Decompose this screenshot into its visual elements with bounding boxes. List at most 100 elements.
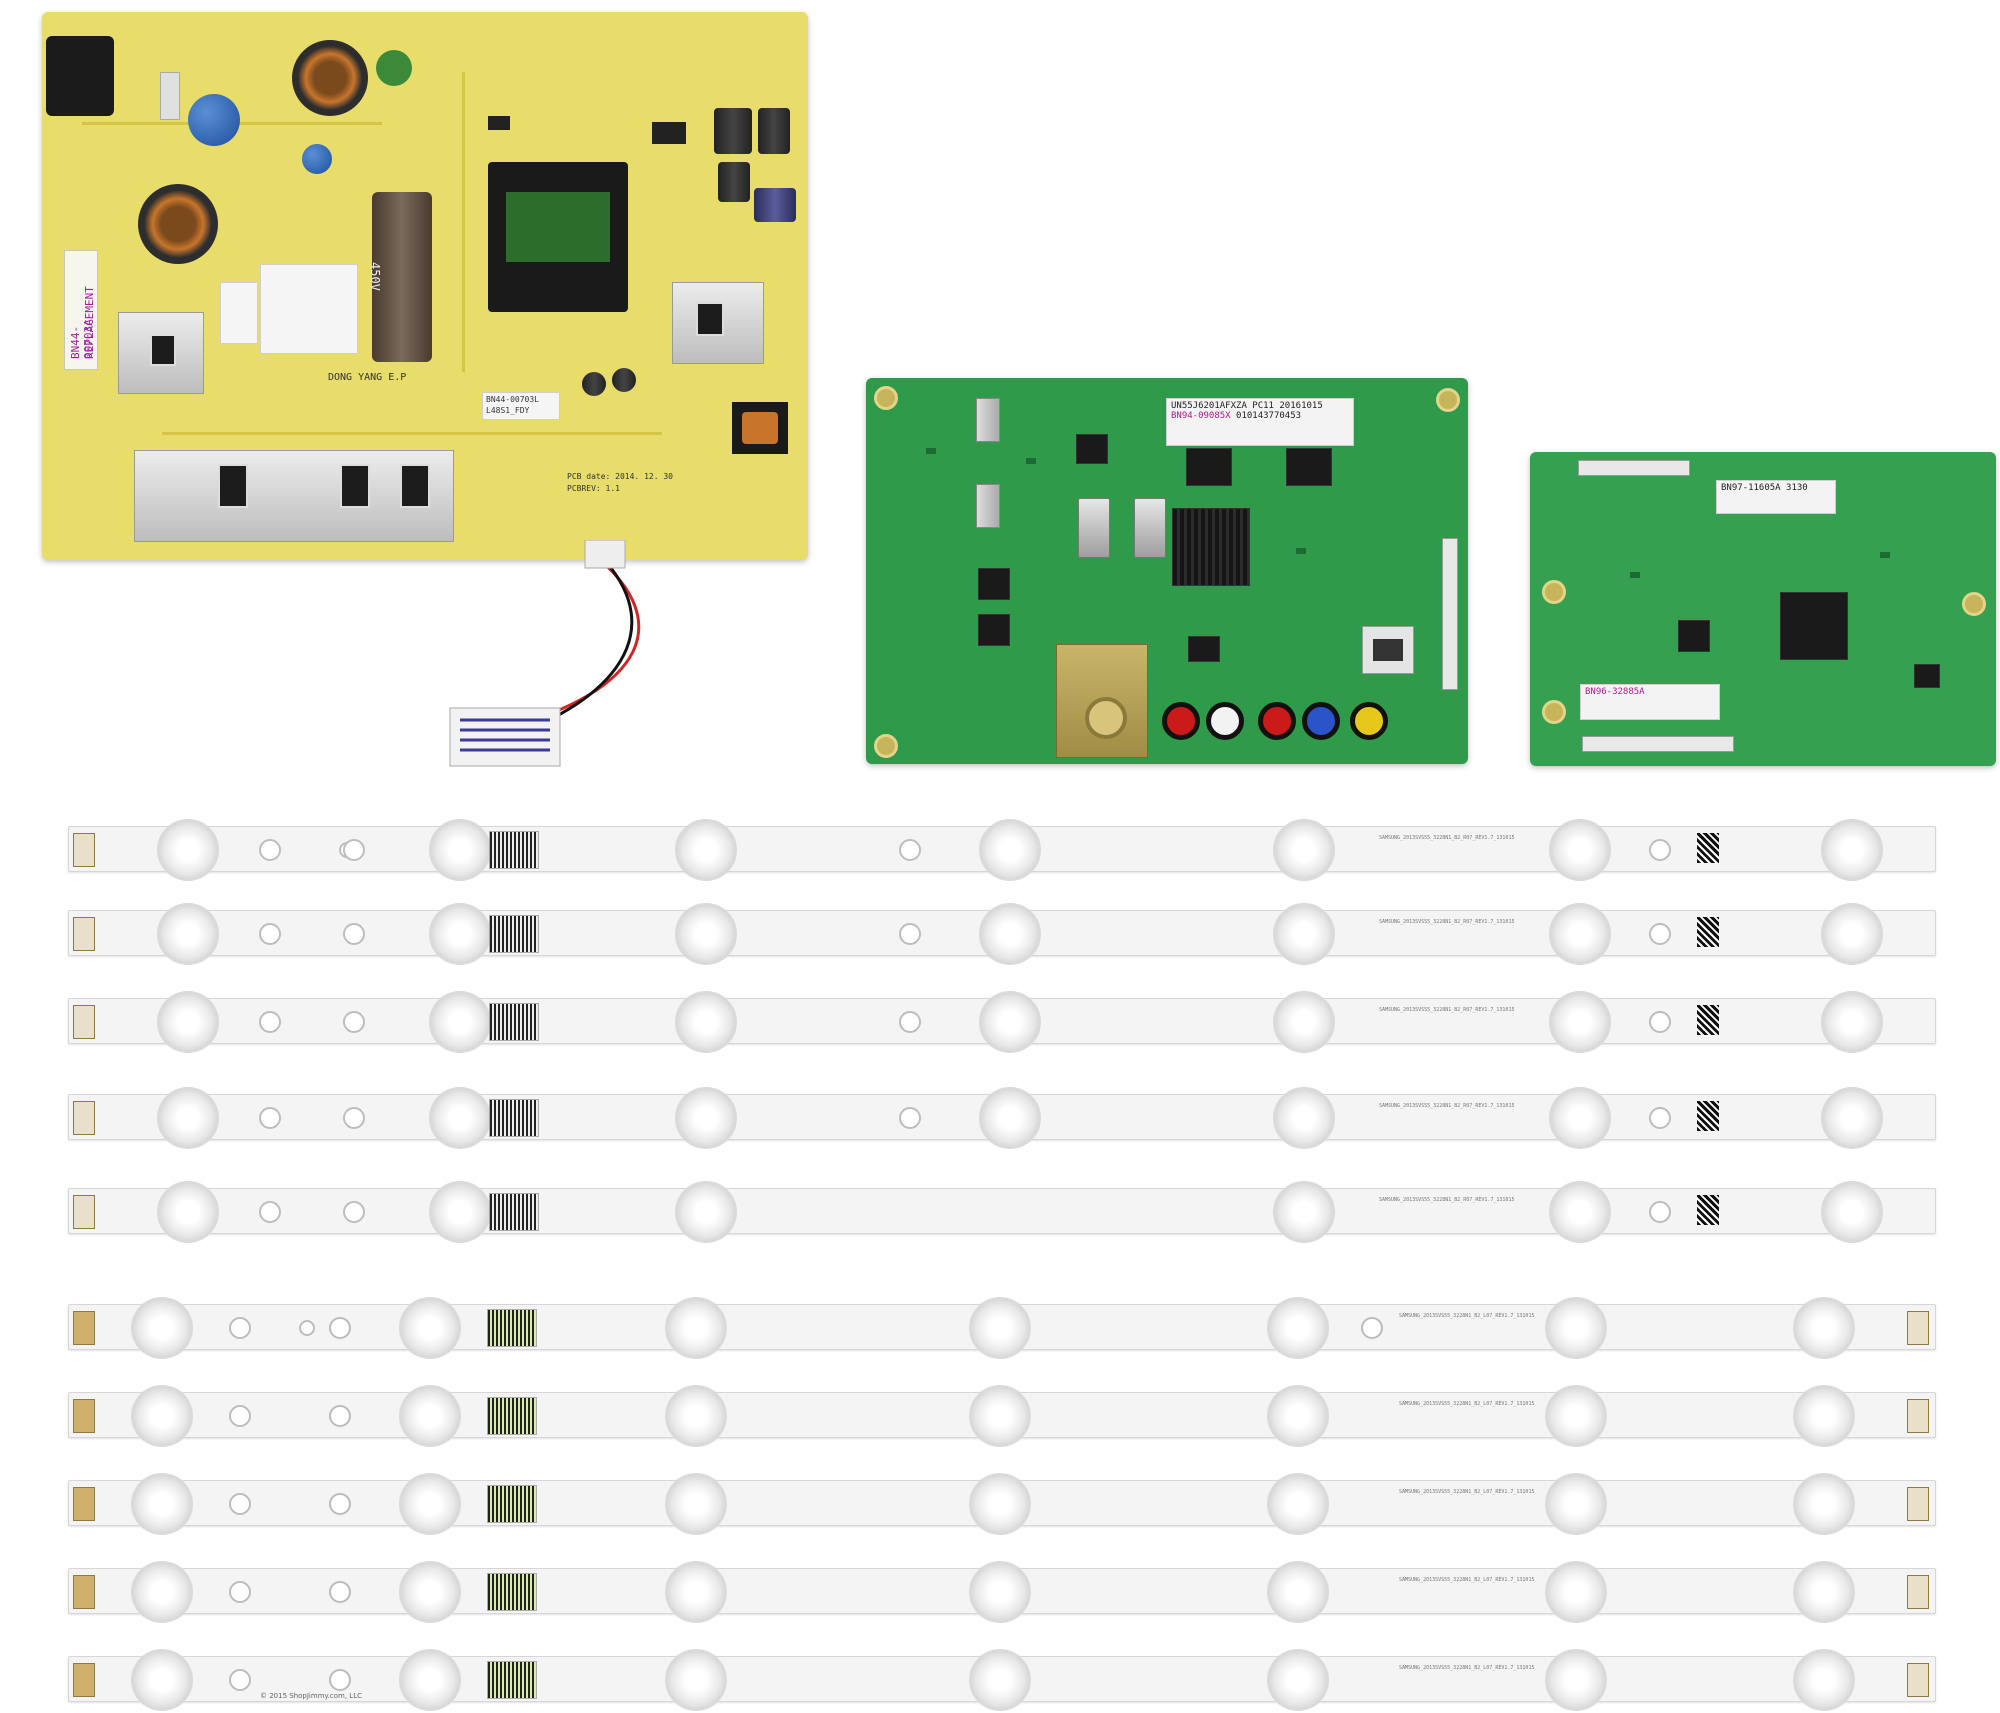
strip-connector bbox=[73, 1101, 95, 1135]
ic-chip bbox=[1678, 620, 1710, 652]
lvds-connector bbox=[1578, 460, 1690, 476]
mounting-hole bbox=[229, 1669, 251, 1691]
strip-label: SAMSUNG_2013SVS55_3228N1_B2_R07_REV1.7_1… bbox=[1379, 1007, 1515, 1013]
led-lens bbox=[1273, 1181, 1335, 1243]
led-lens bbox=[1821, 991, 1883, 1053]
led-strip: SAMSUNG_2013SVS55_3228N1_B2_L07_REV1.7_1… bbox=[68, 1649, 1936, 1711]
barcode bbox=[487, 1309, 537, 1347]
strip-label: SAMSUNG_2013SVS55_3228N1_B2_L07_REV1.7_1… bbox=[1399, 1489, 1535, 1495]
electrolytic-capacitor bbox=[718, 162, 750, 202]
mounting-hole bbox=[1962, 592, 1986, 616]
mounting-hole bbox=[874, 386, 898, 410]
led-lens bbox=[675, 903, 737, 965]
led-lens bbox=[665, 1385, 727, 1447]
mounting-hole bbox=[343, 839, 365, 861]
main-board-sticker: UN55J6201AFXZA PC11 20161015 BN94-09085X… bbox=[1166, 398, 1354, 446]
qr-code bbox=[1697, 1005, 1719, 1035]
led-lens bbox=[1545, 1385, 1607, 1447]
electrolytic-capacitor bbox=[758, 108, 790, 154]
led-lens bbox=[665, 1561, 727, 1623]
qr-code bbox=[1697, 1101, 1719, 1131]
ic-chip bbox=[1914, 664, 1940, 688]
led-lens bbox=[399, 1649, 461, 1711]
strip-connector bbox=[73, 1005, 95, 1039]
rca-jack-red bbox=[1162, 702, 1200, 740]
mounting-hole bbox=[1649, 1201, 1671, 1223]
model-sticker: BN44-00703A REPLACEMENT bbox=[64, 250, 98, 370]
mounting-hole bbox=[1649, 1107, 1671, 1129]
transistor bbox=[218, 464, 248, 508]
led-strip: SAMSUNG_2013SVS55_3228N1_B2_R07_REV1.7_1… bbox=[68, 903, 1936, 965]
rca-jack-red bbox=[1258, 702, 1296, 740]
led-lens bbox=[131, 1385, 193, 1447]
led-lens bbox=[1549, 991, 1611, 1053]
y-capacitor bbox=[302, 144, 332, 174]
common-mode-choke bbox=[292, 40, 368, 116]
rca-jack-blue bbox=[1302, 702, 1340, 740]
led-lens bbox=[969, 1297, 1031, 1359]
led-lens bbox=[1793, 1473, 1855, 1535]
board-id-2: L48S1_FDY bbox=[486, 406, 530, 415]
led-lens bbox=[1821, 903, 1883, 965]
strip-connector bbox=[1907, 1663, 1929, 1697]
strip-connector bbox=[1907, 1311, 1929, 1345]
ic-chip bbox=[488, 116, 510, 130]
led-lens bbox=[157, 1181, 219, 1243]
pcb-revision: PCBREV: 1.1 bbox=[567, 484, 620, 493]
capacitor-rating: 450V bbox=[368, 262, 382, 291]
electrolytic-capacitor bbox=[714, 108, 752, 154]
strip-connector bbox=[73, 1487, 95, 1521]
led-lens bbox=[1549, 903, 1611, 965]
fuse bbox=[160, 72, 180, 120]
led-lens bbox=[1545, 1649, 1607, 1711]
led-strip: SAMSUNG_2013SVS55_3228N1_B2_L07_REV1.7_1… bbox=[68, 1473, 1936, 1535]
led-lens bbox=[157, 1087, 219, 1149]
led-lens bbox=[1793, 1649, 1855, 1711]
led-lens bbox=[131, 1561, 193, 1623]
tcon-processor bbox=[1780, 592, 1848, 660]
led-lens bbox=[1273, 991, 1335, 1053]
led-lens bbox=[979, 1087, 1041, 1149]
barcode bbox=[489, 1003, 539, 1041]
lvds-connector bbox=[1582, 736, 1734, 752]
replacement-text: REPLACEMENT bbox=[83, 286, 96, 359]
led-lens bbox=[675, 1087, 737, 1149]
hdmi-port bbox=[1078, 498, 1110, 558]
strip-connector bbox=[1907, 1575, 1929, 1609]
led-lens bbox=[969, 1561, 1031, 1623]
led-lens bbox=[1821, 1087, 1883, 1149]
qr-code bbox=[1697, 917, 1719, 947]
mounting-hole bbox=[343, 1201, 365, 1223]
barcode bbox=[487, 1485, 537, 1523]
transistor bbox=[400, 464, 430, 508]
mounting-hole bbox=[874, 734, 898, 758]
board-model: UN55J6201AFXZA bbox=[1171, 401, 1247, 411]
led-lens bbox=[665, 1473, 727, 1535]
filter-choke bbox=[138, 184, 218, 264]
rca-jack-yellow bbox=[1350, 702, 1388, 740]
ethernet-port bbox=[1362, 626, 1414, 674]
strip-connector bbox=[73, 1575, 95, 1609]
mounting-hole bbox=[229, 1493, 251, 1515]
memory-chip bbox=[1186, 448, 1232, 486]
strip-connector bbox=[1907, 1487, 1929, 1521]
led-lens bbox=[131, 1297, 193, 1359]
mounting-hole bbox=[1542, 700, 1566, 724]
output-cable bbox=[449, 540, 641, 767]
mounting-hole bbox=[899, 1107, 921, 1129]
led-lens bbox=[1549, 1087, 1611, 1149]
led-lens bbox=[1545, 1473, 1607, 1535]
mounting-hole bbox=[259, 839, 281, 861]
mounting-hole bbox=[229, 1405, 251, 1427]
manufacturer: DONG YANG E.P bbox=[328, 372, 407, 383]
led-lens bbox=[1267, 1561, 1329, 1623]
rca-jack-white bbox=[1206, 702, 1244, 740]
mounting-hole bbox=[329, 1405, 351, 1427]
led-lens bbox=[1793, 1561, 1855, 1623]
barcode bbox=[487, 1397, 537, 1435]
barcode bbox=[487, 1573, 537, 1611]
led-lens bbox=[969, 1649, 1031, 1711]
led-lens bbox=[969, 1473, 1031, 1535]
strip-connector bbox=[73, 917, 95, 951]
barcode bbox=[487, 1661, 537, 1699]
